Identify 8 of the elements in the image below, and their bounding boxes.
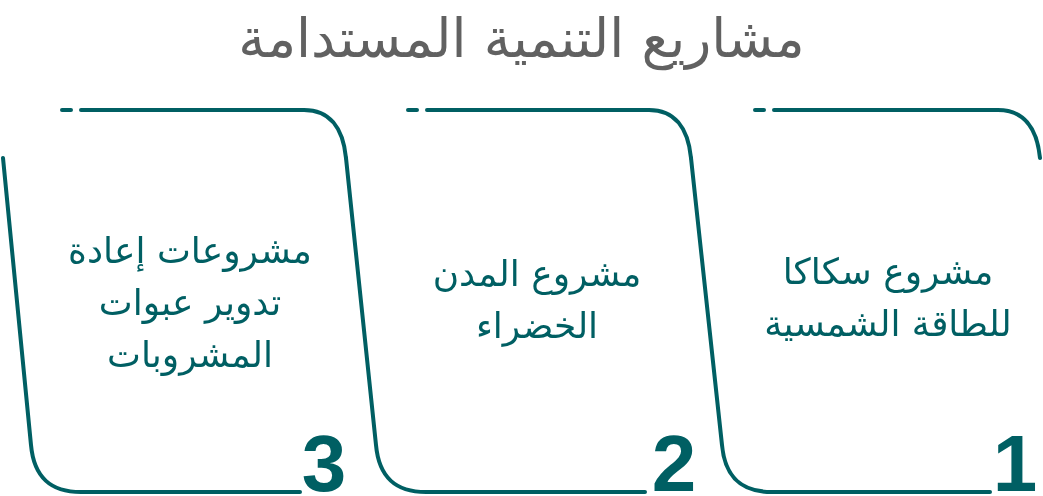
card-text: مشروعات إعادة تدوير عبوات المشروبات — [68, 230, 312, 375]
card-text: مشروع المدن الخضراء — [432, 253, 642, 346]
diagram-title: مشاريع التنمية المستدامة — [238, 6, 805, 72]
card-text: مشروع سكاكا للطاقة الشمسية — [764, 251, 1012, 344]
step-number: 2 — [650, 435, 698, 493]
step-number: 1 — [991, 435, 1039, 493]
step-card — [0, 105, 350, 496]
step-number: 3 — [300, 435, 348, 493]
